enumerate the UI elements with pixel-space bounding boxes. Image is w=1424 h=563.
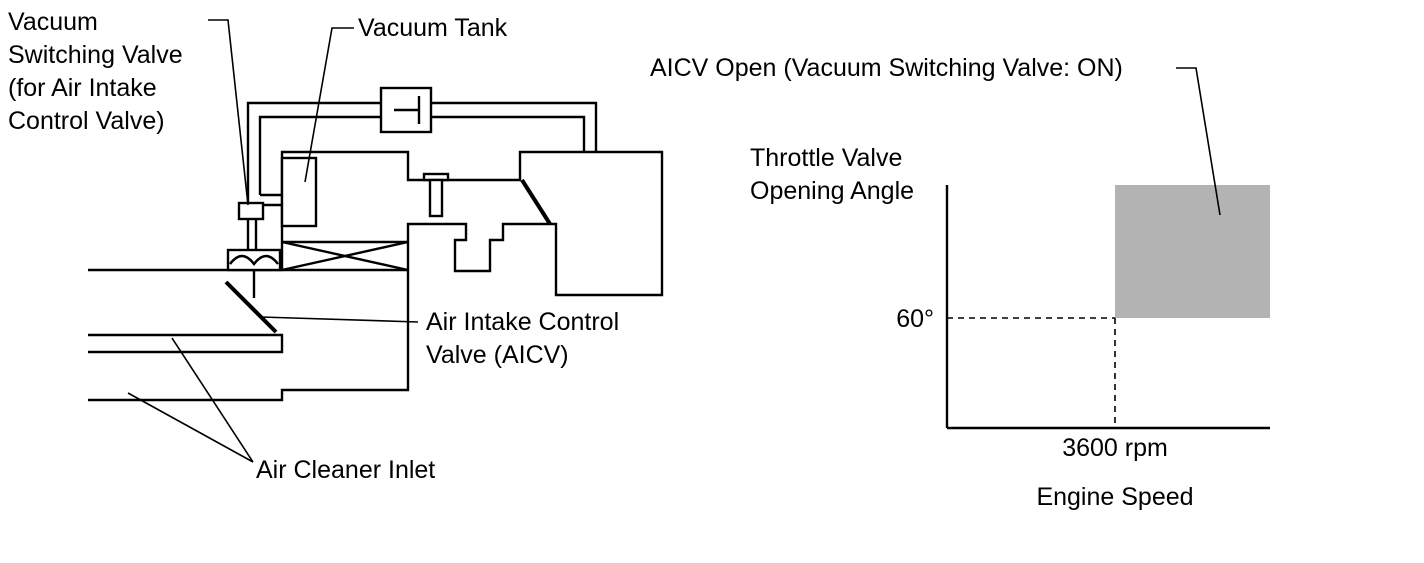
leader-inlet-b [127, 392, 254, 463]
vacuum-pipe-link [260, 193, 282, 207]
leader-vsv [208, 19, 249, 206]
x-axis-title: Engine Speed [1036, 483, 1193, 511]
intake-system-drawing: Vacuum Switching Valve (for Air Intake C… [8, 8, 664, 484]
leader-aicv [260, 316, 419, 323]
aicv-open-region [1115, 185, 1270, 318]
y-threshold-label: 60° [896, 305, 934, 333]
y-axis-title: Throttle Valve Opening Angle [750, 144, 914, 205]
throttle-plate [520, 178, 552, 226]
plenum-outline [88, 150, 664, 402]
aicv-actuator [226, 248, 282, 272]
vacuum-switching-valve [237, 201, 265, 250]
leader-aicv-open [1176, 67, 1221, 216]
internal-valve [422, 172, 450, 218]
vacuum-tank-label: Vacuum Tank [358, 14, 508, 42]
vsv-label: Vacuum Switching Valve (for Air Intake C… [8, 8, 190, 135]
leader-inlet-a [171, 337, 254, 463]
aicv-label: Air Intake Control Valve (AICV) [426, 308, 626, 369]
intake-pipe-top [88, 333, 284, 354]
operating-range-chart: AICV Open (Vacuum Switching Valve: ON) T… [650, 54, 1270, 511]
check-valve [379, 86, 433, 134]
xbrace-chamber [281, 240, 409, 272]
aicv-open-label: AICV Open (Vacuum Switching Valve: ON) [650, 54, 1123, 82]
aicv-plate [224, 280, 278, 334]
x-threshold-label: 3600 rpm [1062, 434, 1168, 462]
leader-vacuum-tank [304, 27, 354, 183]
vacuum-tank [280, 156, 318, 228]
air-cleaner-inlet-label: Air Cleaner Inlet [256, 456, 435, 484]
